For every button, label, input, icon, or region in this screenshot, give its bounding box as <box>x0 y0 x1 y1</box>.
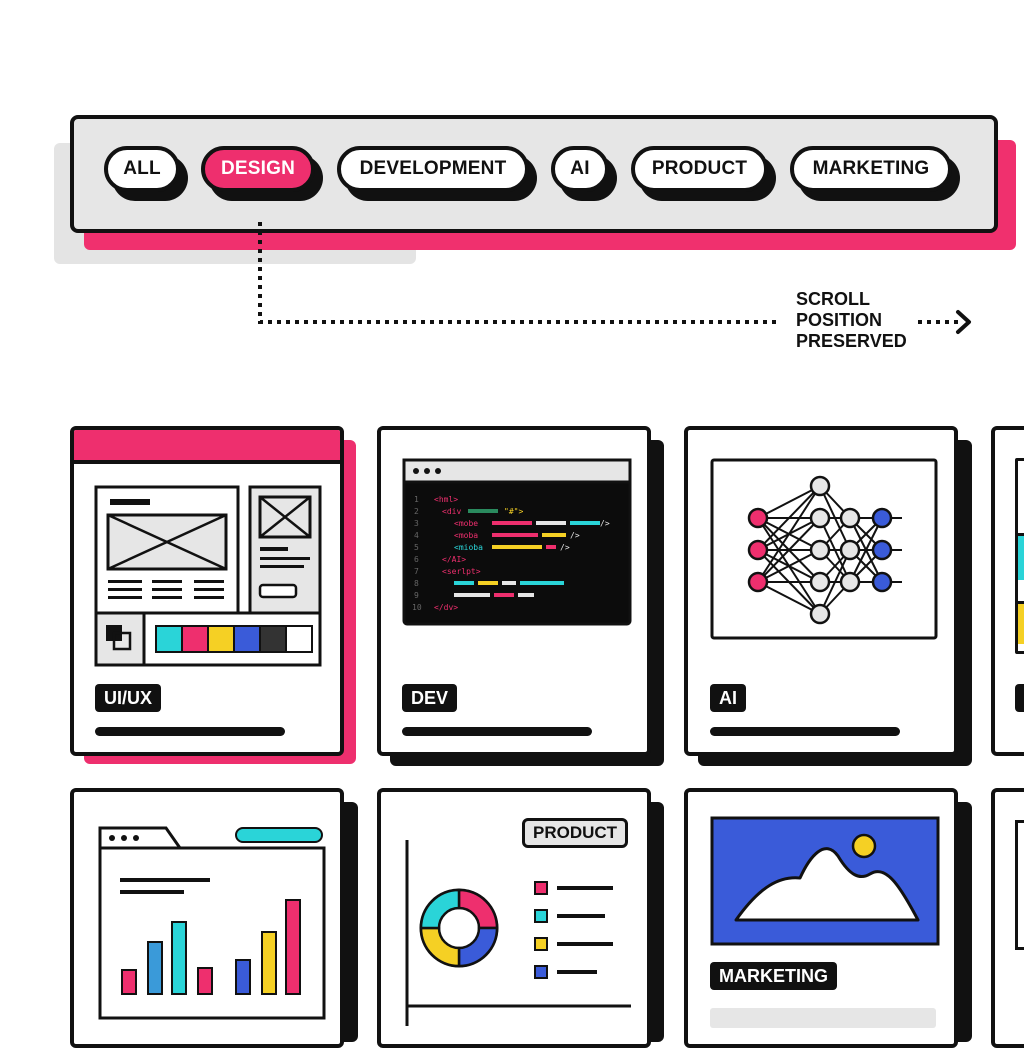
card-title-placeholder <box>95 727 285 736</box>
svg-text:7: 7 <box>414 567 419 576</box>
chip-marketing[interactable]: MARKETING <box>790 146 952 192</box>
neural-network-illustration <box>710 458 938 640</box>
product-analytics-illustration <box>405 840 631 1026</box>
svg-text:/>: /> <box>560 543 570 552</box>
card-title-placeholder <box>402 727 592 736</box>
card-title-placeholder <box>710 727 900 736</box>
svg-text:9: 9 <box>414 591 419 600</box>
svg-text:</dv>: </dv> <box>434 603 458 612</box>
svg-text:<mioba: <mioba <box>454 543 483 552</box>
image-illustration <box>710 816 940 946</box>
preview-swatch-yellow <box>1018 601 1024 644</box>
svg-text:2: 2 <box>414 507 419 516</box>
svg-text:<mobe: <mobe <box>454 519 478 528</box>
chip-all[interactable]: ALL <box>104 146 180 192</box>
wireframe-illustration <box>94 485 322 667</box>
svg-text:<div: <div <box>442 507 461 516</box>
card-partial[interactable] <box>991 788 1024 1048</box>
svg-text:10: 10 <box>412 603 422 612</box>
svg-text:"#">: "#"> <box>504 507 523 516</box>
product-tag: PRODUCT <box>522 818 629 848</box>
svg-text:1: 1 <box>414 495 419 504</box>
chip-ai[interactable]: AI <box>551 146 609 192</box>
svg-text:8: 8 <box>414 579 419 588</box>
card-dev[interactable]: 1 2 3 4 5 6 7 8 9 10 <hml> <div "#"> <mobe /> <m… <box>377 426 651 756</box>
svg-text:<moba: <moba <box>454 531 478 540</box>
card-category-badge <box>1015 684 1024 712</box>
svg-text:6: 6 <box>414 555 419 564</box>
svg-text:4: 4 <box>414 531 419 540</box>
card-ai[interactable]: AI <box>684 426 958 756</box>
card-title-placeholder <box>710 1008 936 1028</box>
card-uiux[interactable]: UI/UX <box>70 426 344 756</box>
card-category-badge: AI <box>710 684 746 712</box>
card-category-badge: UI/UX <box>95 684 162 712</box>
card-preview <box>1015 458 1024 654</box>
svg-text:/>: /> <box>570 531 580 540</box>
card-preview <box>1015 820 1024 950</box>
code-editor-illustration: 1 2 3 4 5 6 7 8 9 10 <hml> <div "#"> <mobe /> <m… <box>402 458 632 626</box>
annotation-line: SCROLL <box>796 289 870 309</box>
chip-product[interactable]: PRODUCT <box>631 146 768 192</box>
annotation-line: POSITION <box>796 310 883 330</box>
svg-text:5: 5 <box>414 543 419 552</box>
card-header-bar <box>74 430 340 464</box>
arrow-right-icon <box>956 310 971 334</box>
svg-text:/>: /> <box>600 519 610 528</box>
svg-text:</AI>: </AI> <box>442 555 466 564</box>
scroll-annotation: SCROLL POSITION PRESERVED <box>796 289 907 352</box>
card-partial[interactable] <box>991 426 1024 756</box>
card-category-badge: DEV <box>402 684 458 712</box>
card-product[interactable]: PRODUCT <box>377 788 651 1048</box>
svg-text:<hml>: <hml> <box>434 495 458 504</box>
card-marketing[interactable]: MARKETING <box>684 788 958 1048</box>
annotation-line: PRESERVED <box>796 331 907 351</box>
svg-text:<serlpt>: <serlpt> <box>442 567 481 576</box>
svg-text:3: 3 <box>414 519 419 528</box>
scroll-connector <box>258 222 971 334</box>
chip-development[interactable]: DEVELOPMENT <box>337 146 529 192</box>
preview-swatch-cyan <box>1018 533 1024 580</box>
bar-chart-illustration <box>98 826 326 1020</box>
card-category-badge: MARKETING <box>710 962 837 990</box>
chip-design[interactable]: DESIGN <box>201 146 315 192</box>
card-dashboard[interactable] <box>70 788 344 1048</box>
